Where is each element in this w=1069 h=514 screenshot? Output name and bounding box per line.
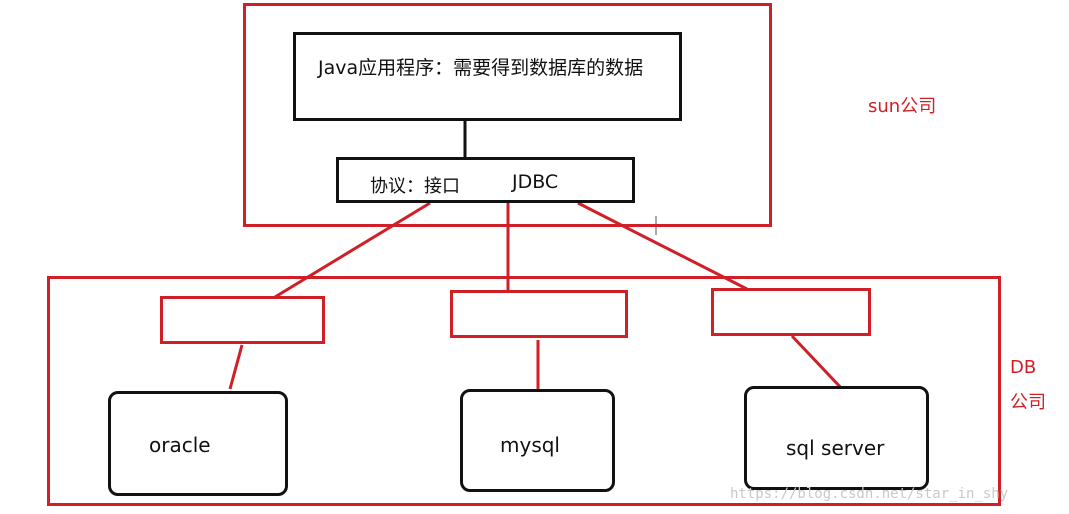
db-company-frame: [47, 276, 1001, 506]
database-box-oracle: oracle: [108, 391, 288, 496]
connector-protocol-to-driver-1: [274, 201, 431, 299]
connector-protocol-to-driver-3: [577, 201, 748, 291]
sun-company-frame: [243, 3, 772, 227]
sun-company-label: sun公司: [868, 96, 937, 117]
connector-driver-1-to-oracle: [228, 344, 244, 390]
driver-box-2: [450, 290, 628, 338]
jdbc-label: JDBC: [512, 171, 559, 193]
java-app-label: Java应用程序：需要得到数据库的数据: [318, 57, 644, 79]
driver-box-1: [160, 296, 325, 344]
database-box-mysql: mysql: [460, 389, 615, 492]
database-label-oracle: oracle: [149, 433, 211, 457]
database-box-sqlserver: sql server: [744, 386, 929, 490]
database-label-mysql: mysql: [500, 433, 560, 457]
protocol-jdbc-box: 协议：接口 JDBC: [336, 157, 635, 203]
watermark-url: https://blog.csdn.net/star_in_shy: [730, 486, 1009, 502]
database-label-sqlserver: sql server: [786, 436, 885, 460]
connector-driver-3-to-sqlserver: [790, 334, 847, 394]
protocol-label: 协议：接口: [370, 176, 460, 197]
driver-box-3: [711, 288, 871, 336]
java-app-box: Java应用程序：需要得到数据库的数据: [293, 32, 682, 121]
db-company-label-line2: 公司: [1010, 392, 1046, 413]
db-company-label-line1: DB: [1010, 357, 1037, 378]
